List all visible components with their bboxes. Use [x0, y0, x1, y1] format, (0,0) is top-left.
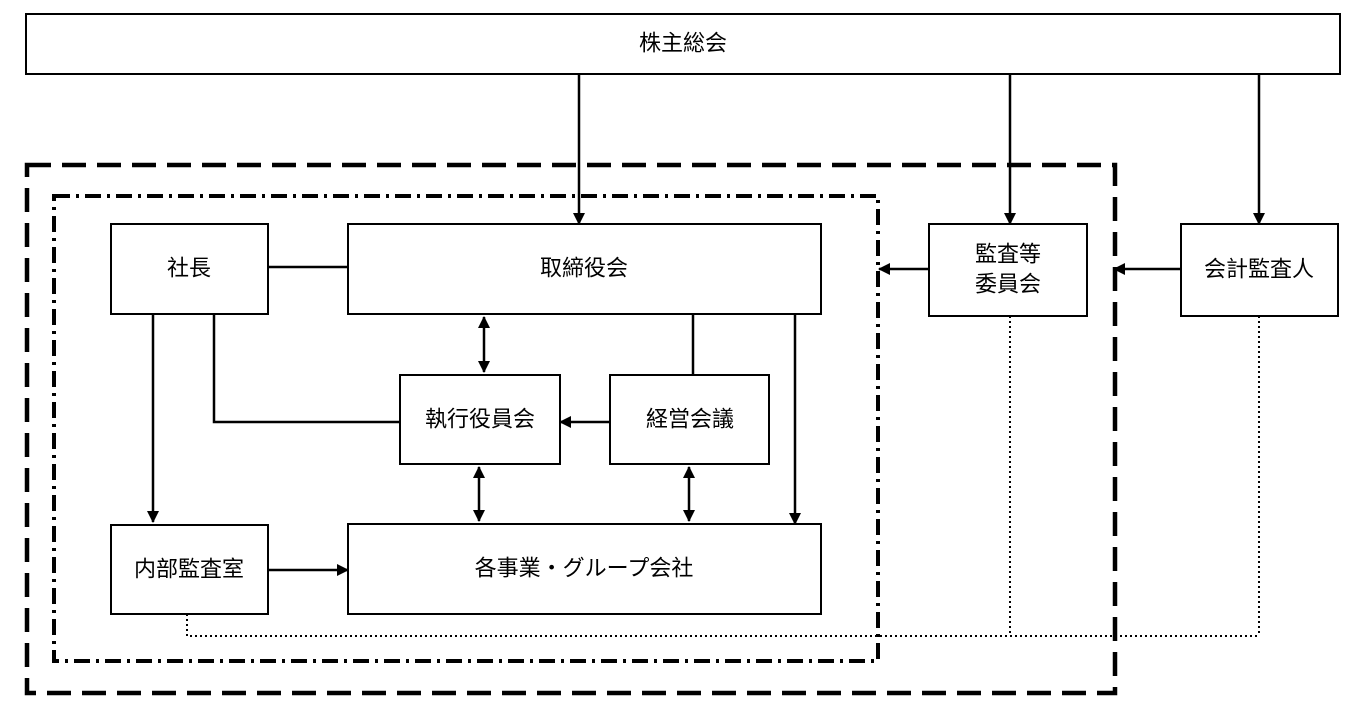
- node-business-group-companies: 各事業・グループ会社: [347, 523, 822, 615]
- node-board-of-directors: 取締役会: [347, 223, 822, 315]
- node-president: 社長: [110, 223, 269, 315]
- node-board-of-directors-label: 取締役会: [540, 257, 628, 282]
- node-accounting-auditor: 会計監査人: [1180, 223, 1339, 317]
- node-president-label: 社長: [167, 257, 211, 282]
- node-management-meeting-label: 経営会議: [646, 408, 734, 433]
- node-audit-committee-label-line1: 監査等: [975, 243, 1041, 268]
- edge-dotted-internal-audit: [186, 614, 1259, 637]
- node-executive-officers-meeting: 執行役員会: [399, 374, 561, 465]
- node-executive-officers-meeting-label: 執行役員会: [425, 408, 535, 433]
- node-management-meeting: 経営会議: [609, 374, 770, 465]
- node-internal-audit-office: 内部監査室: [110, 524, 269, 615]
- executive-boundary: [52, 194, 880, 663]
- node-audit-committee: 監査等 委員会: [928, 223, 1088, 317]
- edge-president-executive: [212, 314, 400, 424]
- node-shareholders-meeting-label: 株主総会: [639, 32, 727, 57]
- node-audit-committee-label-line2: 委員会: [975, 273, 1041, 298]
- company-boundary: [24, 162, 1118, 696]
- node-internal-audit-office-label: 内部監査室: [134, 558, 244, 583]
- node-accounting-auditor-label: 会計監査人: [1204, 258, 1314, 283]
- node-business-group-companies-label: 各事業・グループ会社: [475, 557, 694, 582]
- node-shareholders-meeting: 株主総会: [25, 13, 1341, 75]
